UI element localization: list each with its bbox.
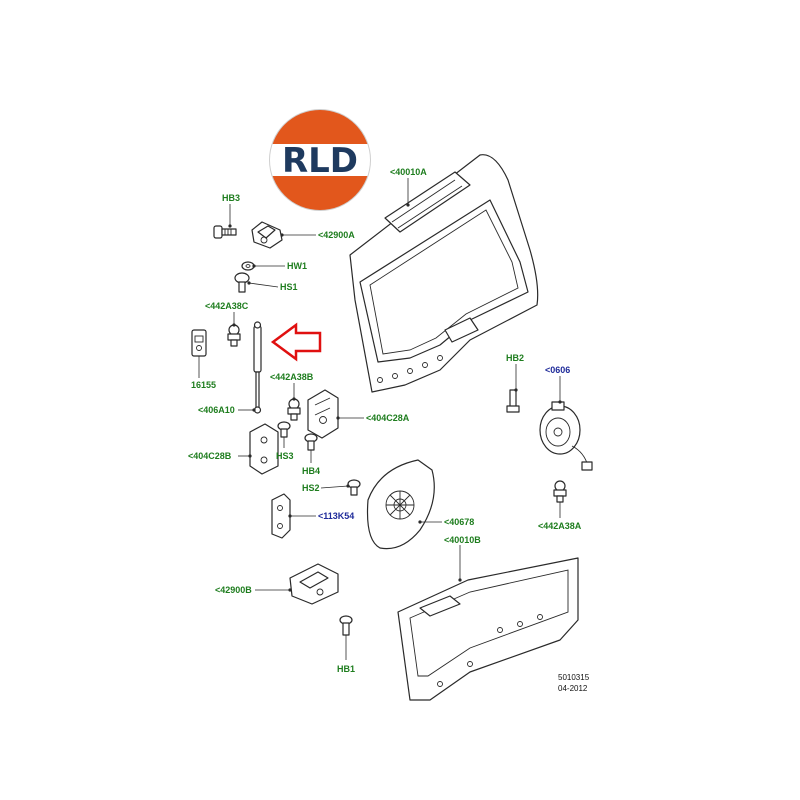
- hs1-screw-part: [234, 272, 250, 293]
- label-442a38c: <442A38C: [205, 301, 249, 311]
- hs2-screw-part: [347, 479, 361, 496]
- callout-labels: HB3 <42900A HW1 HS1 <442A38C 16155 <442A…: [188, 167, 582, 674]
- upper-tailgate-part: [349, 154, 539, 393]
- label-hb4: HB4: [302, 466, 320, 476]
- label-113k54: <113K54: [318, 511, 354, 521]
- hb2-bolt-part: [506, 389, 520, 413]
- hb1-bolt-part: [339, 615, 353, 636]
- drawing-info: 5010315 04-2012: [558, 673, 590, 693]
- ball-stud-a-part: [553, 480, 567, 503]
- label-404c28a: <404C28A: [366, 413, 410, 423]
- bracket-404c28a-part: [307, 389, 339, 439]
- clip-16155-part: [191, 329, 207, 357]
- logo-top-band: [270, 110, 370, 144]
- upper-hinge-part: [251, 221, 283, 249]
- hb3-bolt-part: [213, 225, 237, 239]
- label-442a38b: <442A38B: [270, 372, 314, 382]
- logo-text: RLD: [282, 141, 358, 181]
- label-hs2: HS2: [302, 483, 320, 493]
- label-hs3: HS3: [276, 451, 294, 461]
- drawing-date: 04-2012: [558, 684, 588, 693]
- label-40010b: <40010B: [444, 535, 481, 545]
- label-hb3: HB3: [222, 193, 240, 203]
- label-42900a: <42900A: [318, 230, 355, 240]
- hs3-screw-part: [277, 421, 291, 438]
- bracket-113k54-part: [271, 493, 291, 539]
- lower-tailgate-part: [397, 557, 579, 701]
- label-404c28b: <404C28B: [188, 451, 232, 461]
- leader-lines: [198, 178, 562, 660]
- label-40678: <40678: [444, 517, 474, 527]
- cover-40678-part: [366, 459, 435, 550]
- gas-strut-part: [253, 321, 262, 414]
- label-42900b: <42900B: [215, 585, 252, 595]
- label-hb1: HB1: [337, 664, 355, 674]
- hw1-washer-part: [241, 261, 255, 271]
- bracket-404c28b-part: [249, 423, 279, 475]
- drawing-number: 5010315: [558, 673, 590, 682]
- logo-middle-band: [270, 144, 370, 176]
- label-406a10: <406A10: [198, 405, 235, 415]
- label-hw1: HW1: [287, 261, 307, 271]
- logo-bottom-band: [270, 176, 370, 210]
- label-0606: <0606: [545, 365, 570, 375]
- label-hs1: HS1: [280, 282, 298, 292]
- label-16155: 16155: [191, 380, 216, 390]
- label-hb2: HB2: [506, 353, 524, 363]
- highlight-arrow: [270, 322, 322, 362]
- ball-stud-b-part: [287, 398, 301, 421]
- hb4-bolt-part: [304, 433, 318, 451]
- label-40010a: <40010A: [390, 167, 427, 177]
- lower-hinge-part: [289, 563, 339, 605]
- label-442a38a: <442A38A: [538, 521, 582, 531]
- wiper-motor-part: [539, 401, 593, 471]
- rld-logo: RLD: [269, 109, 371, 211]
- ball-stud-c-part: [227, 324, 241, 347]
